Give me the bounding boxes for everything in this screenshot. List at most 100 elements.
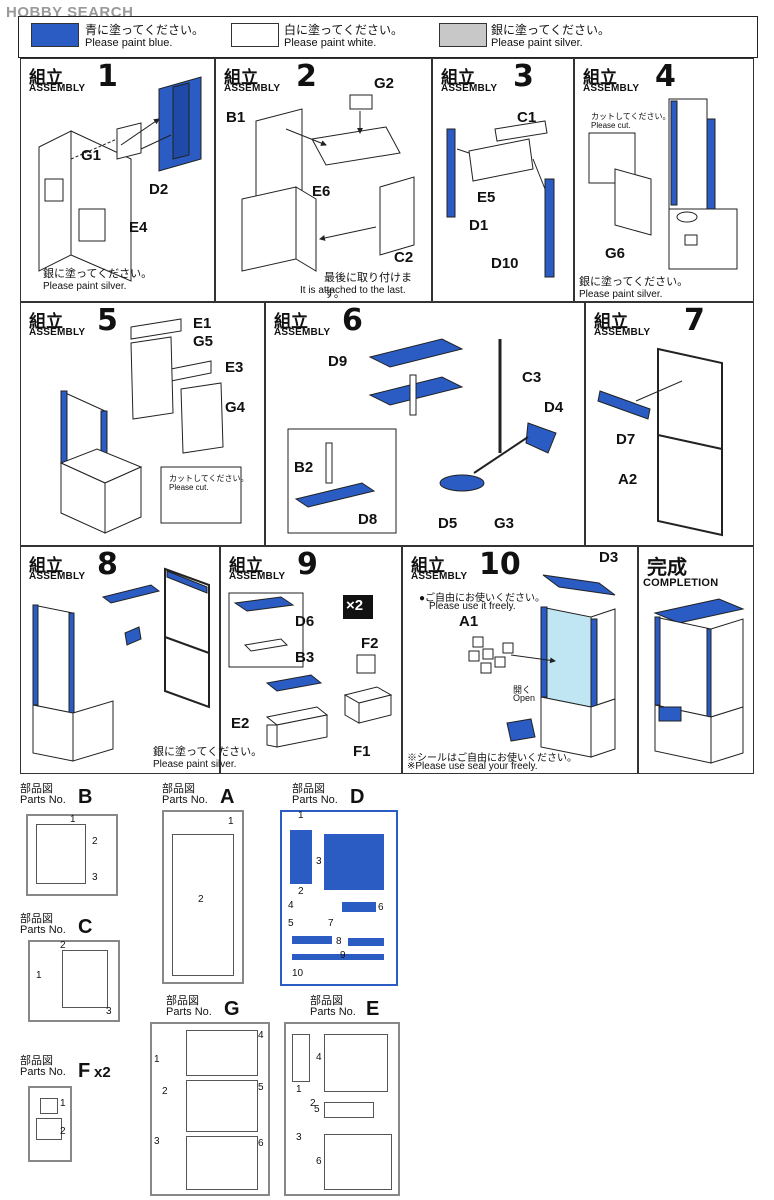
parts-e-letter: E	[366, 998, 380, 1020]
sprue-part	[186, 1030, 258, 1076]
sprue-number: 1	[36, 970, 42, 981]
part-label: B1	[226, 109, 246, 126]
parts-c-letter: C	[78, 916, 93, 938]
step-number: 7	[684, 303, 705, 338]
parts-g-letter: G	[224, 998, 240, 1020]
step-title-en: ASSEMBLY	[29, 83, 86, 94]
sprue-number: 6	[258, 1138, 264, 1149]
step-number: 4	[655, 59, 676, 94]
step-8-panel: 組立 ASSEMBLY 8	[20, 546, 220, 774]
step-10-drawing	[468, 574, 616, 758]
free-note-en: Please use it freely.	[429, 601, 516, 612]
parts-a-jp: 部品図	[162, 783, 195, 795]
sprue-number: 3	[154, 1136, 160, 1147]
silver-note-en: Please paint silver.	[43, 281, 127, 292]
step-number: 6	[342, 303, 363, 338]
part-label: A1	[459, 613, 479, 630]
sprue-part	[348, 938, 384, 946]
sprue-number: 3	[316, 856, 322, 867]
sprue-number: 3	[106, 1006, 112, 1017]
cut-note-en: Please cut.	[169, 483, 209, 492]
sprue-part	[62, 950, 108, 1008]
sprue-b: 1 2 3	[26, 814, 118, 896]
step-2-drawing	[241, 94, 415, 272]
sprue-number: 5	[288, 918, 294, 929]
part-label: D4	[544, 399, 564, 416]
sprue-number: 1	[154, 1054, 160, 1065]
sprue-number: 2	[162, 1086, 168, 1097]
sprue-number: 1	[228, 816, 234, 827]
completion-title-en: COMPLETION	[643, 577, 719, 589]
silver-note-en: Please paint silver.	[153, 759, 237, 770]
parts-e-en: Parts No.	[310, 1006, 356, 1018]
step-10-panel: 組立 ASSEMBLY 10 D3 ●ご自由にお使いください。 Please u…	[402, 546, 638, 774]
part-label: B3	[295, 649, 315, 666]
last-note-jp: 最後に取り付けます。	[324, 272, 412, 300]
sprue-number: 10	[292, 968, 304, 979]
step-4-panel: 組立 ASSEMBLY 4 カットしてください。 Please cut. G6 …	[574, 58, 754, 302]
sprue-part	[36, 824, 86, 884]
step-title-en: ASSEMBLY	[411, 571, 468, 582]
step-9-drawing	[228, 592, 393, 748]
part-label: B2	[294, 459, 314, 476]
part-label: G4	[225, 399, 246, 416]
part-label: D10	[491, 255, 519, 272]
parts-f-letter: F	[78, 1060, 91, 1082]
open-label-jp: 開く	[513, 685, 532, 695]
parts-f-en: Parts No.	[20, 1066, 66, 1078]
step-number: 2	[296, 59, 317, 94]
part-label: G1	[81, 147, 102, 164]
part-label: G5	[193, 333, 214, 350]
part-label: C1	[517, 109, 537, 126]
sprue-e: 1 2 3 4 5 6	[284, 1022, 400, 1196]
sprue-number: 6	[316, 1156, 322, 1167]
parts-f-suffix: x2	[94, 1064, 111, 1081]
sprue-number: 1	[70, 814, 76, 825]
part-label: E4	[129, 219, 148, 236]
completion-panel: 完成 COMPLETION	[638, 546, 754, 774]
part-label: G2	[374, 75, 395, 92]
part-label: D6	[295, 613, 315, 630]
part-label: F1	[353, 743, 371, 760]
step-number: 10	[479, 547, 521, 582]
silver-swatch	[439, 23, 487, 47]
sprue-number: 2	[198, 894, 204, 905]
sprue-number: 7	[328, 918, 334, 929]
step-7-panel: 組立 ASSEMBLY 7 D7 A2	[585, 302, 754, 546]
sprue-part	[292, 936, 332, 944]
sprue-number: 1	[296, 1084, 302, 1095]
legend-white-en: Please paint white.	[284, 37, 377, 49]
step-9-panel: 組立 ASSEMBLY 9 ×2 D6 B3 E2 F2 F1 銀に塗ってくださ…	[153, 546, 402, 774]
part-label: A2	[618, 471, 638, 488]
silver-note-jp: 銀に塗ってください。	[153, 746, 263, 758]
parts-d-en: Parts No.	[292, 794, 338, 806]
parts-c-jp: 部品図	[20, 913, 53, 925]
sprue-number: 2	[298, 886, 304, 897]
parts-g-jp: 部品図	[166, 995, 199, 1007]
part-label: D7	[616, 431, 636, 448]
sprue-number: 4	[288, 900, 294, 911]
step-title-en: ASSEMBLY	[224, 83, 281, 94]
step-number: 5	[97, 303, 118, 338]
sprue-number: 8	[336, 936, 342, 947]
sprue-f: 1 2	[28, 1086, 72, 1162]
completion-title-jp: 完成	[647, 555, 687, 579]
sprue-number: 2	[60, 940, 66, 951]
parts-f-jp: 部品図	[20, 1055, 53, 1067]
sprue-d: 1 2 3 4 5 6 7 8 9 10	[280, 810, 398, 986]
sprue-number: 6	[378, 902, 384, 913]
parts-d-letter: D	[350, 786, 365, 808]
part-label: E2	[231, 715, 250, 732]
step-6-drawing	[287, 338, 557, 534]
sprue-number: 5	[258, 1082, 264, 1093]
step-title-en: ASSEMBLY	[594, 327, 651, 338]
cut-note-jp: カットしてください。	[591, 112, 671, 121]
sprue-number: 4	[258, 1030, 264, 1041]
step-title-jp: 組立	[29, 556, 63, 576]
parts-e-jp: 部品図	[310, 995, 343, 1007]
sprue-part	[186, 1136, 258, 1190]
sprue-a: 1 2	[162, 810, 244, 984]
part-label: E6	[312, 183, 331, 200]
sprue-part	[172, 834, 234, 976]
blue-swatch	[31, 23, 79, 47]
